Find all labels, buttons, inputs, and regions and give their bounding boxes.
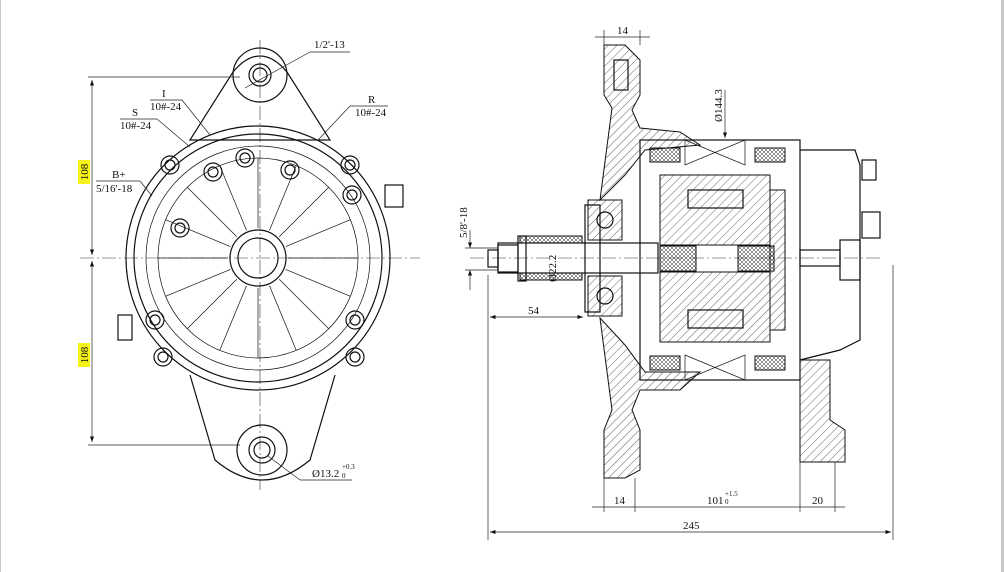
terminal-b-name: B+ (112, 169, 126, 181)
front-flange-bottom (599, 316, 702, 479)
front-bearing-bottom (587, 275, 623, 317)
terminal-i-thread: 10#-24 (150, 101, 182, 113)
front-bearing-top (587, 199, 623, 241)
flange-width-bottom: 14 (614, 495, 626, 507)
rear-foot (799, 359, 846, 463)
bottom-hole-tol-lower: 0 (342, 472, 346, 480)
rotor-pole-bottom (659, 271, 771, 343)
window-left-edge (0, 0, 1, 572)
field-coil-left (659, 245, 697, 272)
bolt-head (349, 314, 361, 326)
bolt-head (174, 222, 186, 234)
shaft-thread: 5/8'-18 (458, 207, 470, 238)
flange-width-top: 14 (617, 25, 629, 37)
rear-terminal (861, 211, 881, 239)
bottom-mount-boss (236, 424, 288, 476)
bolt-head (235, 148, 255, 168)
rotor-pole-top (659, 174, 771, 246)
bolt-head (170, 218, 190, 238)
bottom-hole-diameter: Ø13.2 (312, 468, 339, 480)
stator-diameter: Ø144.3 (713, 89, 725, 122)
terminal-s-name: S (132, 107, 138, 119)
bolt-head (149, 314, 161, 326)
dim-lower-108: 108 (79, 346, 91, 363)
rear-foot-width: 20 (812, 495, 824, 507)
bolt-head (342, 185, 362, 205)
window-right-edge (1001, 0, 1004, 572)
terminal-r-name: R (368, 94, 376, 106)
bolt-head (346, 189, 358, 201)
dim-upper-108: 108 (79, 163, 91, 180)
field-coil-right (737, 245, 775, 272)
bolt-head (203, 162, 223, 182)
bolt-head (340, 155, 360, 175)
bolt-head (153, 347, 173, 367)
terminal-r-thread: 10#-24 (355, 107, 387, 119)
bolt-head (239, 152, 251, 164)
shaft-length: 54 (528, 305, 540, 317)
front-flange-top (599, 44, 702, 202)
highlight-upper-108 (78, 160, 90, 184)
bolt-head (344, 159, 356, 171)
top-mount-boss (232, 47, 288, 103)
housing-bolts (145, 148, 365, 367)
bottom-hole-tol-upper: +0.3 (342, 463, 355, 471)
housing-outer (125, 125, 391, 391)
bolt-head (160, 155, 180, 175)
bolt-head (345, 310, 365, 330)
highlight-lower-108 (78, 343, 90, 367)
bolt-head (349, 351, 361, 363)
top-mount-ear (188, 55, 332, 141)
bolt-head (157, 351, 169, 363)
bolt-head (207, 166, 219, 178)
terminal-s-thread: 10#-24 (120, 120, 152, 132)
bolt-head (280, 160, 300, 180)
mount-span-value: 101 (707, 495, 724, 507)
rear-cover (799, 149, 861, 361)
bottom-mount-ear (189, 374, 336, 481)
terminal-i-name: I (162, 88, 166, 100)
terminal-b-thread: 5/16'-18 (96, 183, 133, 195)
shaft-hub (229, 229, 287, 287)
mount-span-tol-upper: +1.5 (725, 490, 738, 498)
mount-span-tol-lower: 0 (725, 498, 729, 506)
overall-length: 245 (683, 520, 700, 532)
front-view: 108 108 1/2'-13 I 10#-24 S 10#-24 R 10#-… (78, 39, 420, 490)
bolt-head (284, 164, 296, 176)
bolt-head (164, 159, 176, 171)
bolt-head (345, 347, 365, 367)
shaft-diameter: Ø22.2 (547, 255, 559, 282)
stator-winding-top (684, 139, 746, 166)
bolt-head (145, 310, 165, 330)
mount-thread-label: 1/2'-13 (314, 39, 345, 51)
side-view: 14 Ø144.3 5/8'-18 Ø22.2 54 14 101 +1.5 0… (458, 25, 894, 540)
b-plus-terminal (384, 184, 404, 208)
stator-winding-bottom (684, 354, 746, 381)
